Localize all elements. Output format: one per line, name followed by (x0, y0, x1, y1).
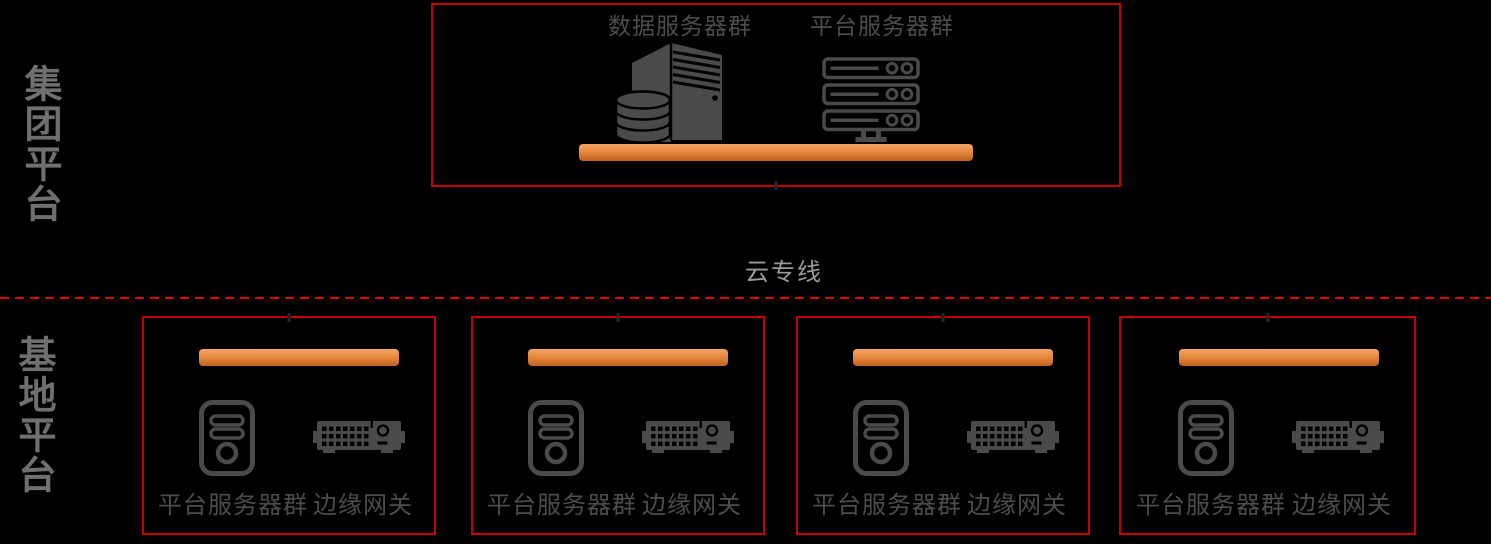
site-gateway-label: 边缘网关 (1292, 493, 1392, 519)
base-site-box-1: 平台服务器群 边缘网关 (142, 313, 436, 535)
cloud-link-label: 云专线 (745, 260, 823, 286)
edge-gateway-icon (967, 420, 1059, 454)
group-platform-side-label: 集团平台 (18, 64, 60, 224)
site-gateway-label: 边缘网关 (967, 493, 1067, 519)
edge-gateway-icon (1292, 420, 1384, 454)
tower-server-icon (1178, 400, 1234, 476)
connector-tick (287, 313, 291, 322)
connector-tick (941, 313, 945, 322)
orange-bus-bar (528, 349, 728, 366)
cloud-link-dashed-line (0, 297, 1491, 299)
platform-server-cluster-label: 平台服务器群 (810, 14, 954, 39)
data-server-icon (615, 43, 725, 143)
base-site-box-4: 平台服务器群 边缘网关 (1119, 313, 1416, 535)
orange-bus-bar (579, 144, 973, 161)
base-site-box-2: 平台服务器群 边缘网关 (471, 313, 765, 535)
connector-tick (616, 313, 620, 322)
rack-server-icon (822, 57, 920, 144)
data-server-cluster-label: 数据服务器群 (608, 14, 752, 39)
tower-server-icon (199, 400, 255, 476)
site-server-label: 平台服务器群 (487, 493, 637, 519)
tower-server-icon (853, 400, 909, 476)
site-server-label: 平台服务器群 (1136, 493, 1286, 519)
site-server-label: 平台服务器群 (812, 493, 962, 519)
orange-bus-bar (853, 349, 1053, 366)
group-platform-box: 数据服务器群 平台服务器群 (431, 3, 1121, 190)
base-site-box-3: 平台服务器群 边缘网关 (796, 313, 1090, 535)
site-gateway-label: 边缘网关 (313, 493, 413, 519)
orange-bus-bar (199, 349, 399, 366)
site-server-label: 平台服务器群 (158, 493, 308, 519)
edge-gateway-icon (642, 420, 734, 454)
tower-server-icon (528, 400, 584, 476)
site-gateway-label: 边缘网关 (642, 493, 742, 519)
connector-tick (774, 181, 778, 190)
edge-gateway-icon (313, 420, 405, 454)
base-platform-side-label: 基地平台 (12, 335, 54, 495)
connector-tick (1266, 313, 1269, 322)
orange-bus-bar (1179, 349, 1379, 366)
